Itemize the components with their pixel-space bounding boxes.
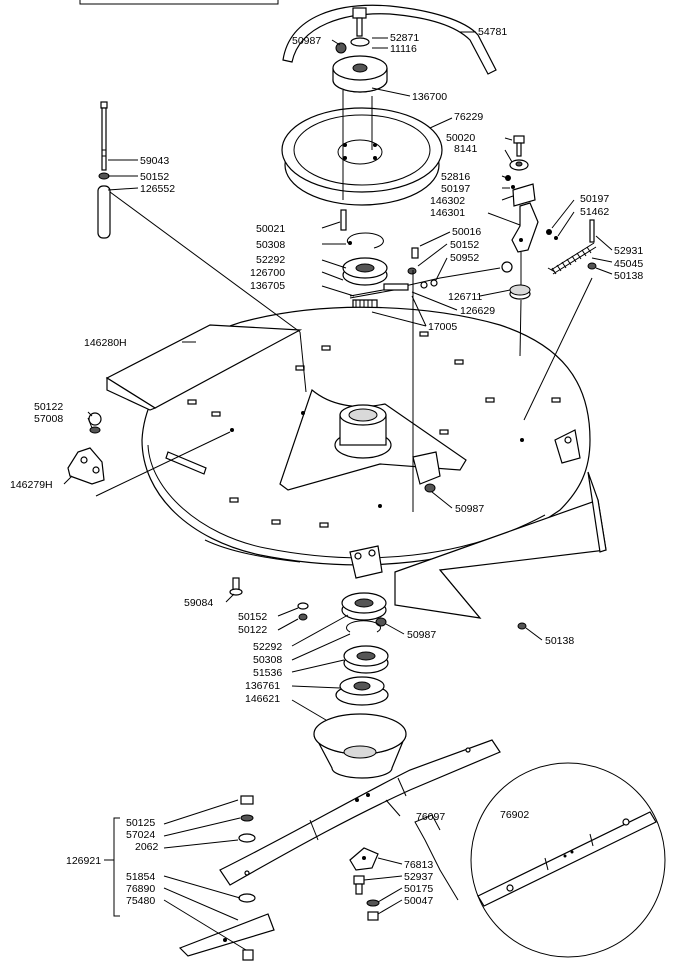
blade bbox=[219, 739, 501, 921]
part-label: 76229 bbox=[454, 111, 483, 123]
part-label: 52931 bbox=[614, 245, 643, 257]
pulley bbox=[281, 90, 443, 206]
part-labels: 54781 50987 52871 11116 136700 76229 500… bbox=[10, 26, 643, 907]
leader-lines bbox=[63, 31, 613, 951]
part-label: 50987 bbox=[407, 629, 436, 641]
pulley-hub bbox=[332, 55, 388, 93]
part-label: 146302 bbox=[430, 195, 465, 207]
part-label: 50016 bbox=[452, 226, 481, 238]
part-label: 51854 bbox=[126, 871, 155, 883]
part-label: 146279H bbox=[10, 479, 53, 491]
part-label: 52292 bbox=[256, 254, 285, 266]
part-label: 50138 bbox=[545, 635, 574, 647]
rod-and-spacer bbox=[97, 101, 111, 239]
part-label: 50175 bbox=[404, 883, 433, 895]
part-label: 50952 bbox=[450, 252, 479, 264]
part-label: 52292 bbox=[253, 641, 282, 653]
lower-spindle-stack bbox=[313, 592, 407, 779]
idler-bracket bbox=[505, 175, 539, 300]
part-label: 75480 bbox=[126, 895, 155, 907]
bolt-50020 bbox=[509, 135, 529, 171]
part-label: 8141 bbox=[454, 143, 478, 155]
part-label: 50308 bbox=[253, 654, 282, 666]
part-label: 52937 bbox=[404, 871, 433, 883]
part-label: 57024 bbox=[126, 829, 155, 841]
part-label: 136700 bbox=[412, 91, 447, 103]
part-label: 52871 bbox=[390, 32, 419, 44]
part-label: 126711 bbox=[448, 291, 482, 303]
part-label: 50047 bbox=[404, 895, 433, 907]
part-label: 146301 bbox=[430, 207, 465, 219]
top-frame bbox=[79, 0, 279, 5]
part-label: 146621 bbox=[245, 693, 280, 705]
part-label: 59043 bbox=[140, 155, 169, 167]
part-label: 126552 bbox=[140, 183, 175, 195]
mower-deck bbox=[141, 306, 591, 566]
lower-hardware bbox=[229, 577, 527, 630]
part-label: 57008 bbox=[34, 413, 63, 425]
part-label: 52816 bbox=[441, 171, 470, 183]
part-label: 2062 bbox=[135, 841, 159, 853]
part-label: 50125 bbox=[126, 817, 155, 829]
discharge-chute-left bbox=[105, 324, 303, 411]
part-label: 136761 bbox=[245, 680, 280, 692]
part-label: 51462 bbox=[580, 206, 609, 218]
part-label: 76813 bbox=[404, 859, 433, 871]
part-label: 50308 bbox=[256, 239, 285, 251]
part-label: 54781 bbox=[478, 26, 507, 38]
part-label: 126629 bbox=[460, 305, 495, 317]
part-label: 51536 bbox=[253, 667, 282, 679]
part-label: 50152 bbox=[238, 611, 267, 623]
part-label: 76097 bbox=[416, 811, 445, 823]
part-label: 50122 bbox=[34, 401, 63, 413]
part-label: 50197 bbox=[441, 183, 470, 195]
part-label: 76890 bbox=[126, 883, 155, 895]
blade-hardware bbox=[113, 795, 275, 961]
part-label: 126700 bbox=[250, 267, 285, 279]
part-label: 146280H bbox=[84, 337, 127, 349]
top-bolt bbox=[335, 7, 370, 54]
v-belt bbox=[282, 4, 497, 75]
part-label: 50138 bbox=[614, 270, 643, 282]
part-label: 76902 bbox=[500, 809, 529, 821]
part-label: 45045 bbox=[614, 258, 643, 270]
part-label: 50987 bbox=[455, 503, 484, 515]
detail-inset bbox=[414, 762, 666, 958]
part-label: 17005 bbox=[428, 321, 457, 333]
part-label: 136705 bbox=[250, 280, 285, 292]
part-label: 50152 bbox=[450, 239, 479, 251]
spring bbox=[546, 219, 597, 275]
part-label: 50122 bbox=[238, 624, 267, 636]
deck-bracket-left bbox=[67, 412, 105, 485]
part-label: 50021 bbox=[256, 223, 285, 235]
assembly-axis-lines bbox=[95, 191, 593, 512]
discharge-chute-right bbox=[394, 471, 607, 619]
deck-brackets bbox=[349, 429, 581, 579]
part-label: 11116 bbox=[390, 43, 417, 55]
part-label: 126921 bbox=[66, 855, 101, 867]
part-label: 50987 bbox=[292, 35, 321, 47]
part-label: 50197 bbox=[580, 193, 609, 205]
part-label: 50152 bbox=[140, 171, 169, 183]
part-label: 59084 bbox=[184, 597, 213, 609]
part-label: 50020 bbox=[446, 132, 475, 144]
cable bbox=[349, 247, 513, 299]
